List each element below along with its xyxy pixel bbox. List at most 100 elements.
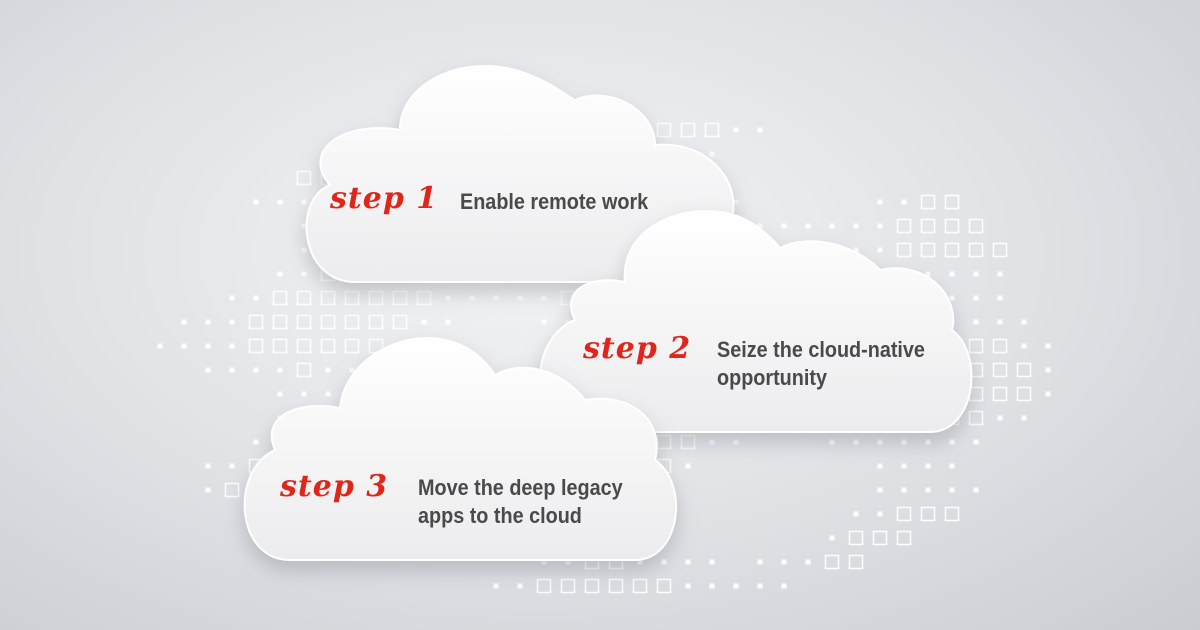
grid-square: [421, 319, 427, 325]
grid-square: [949, 295, 955, 301]
grid-square: [272, 314, 288, 330]
grid-square: [877, 463, 883, 469]
grid-square: [277, 391, 283, 397]
grid-square: [205, 463, 211, 469]
grid-square: [848, 554, 864, 570]
grid-square: [248, 314, 264, 330]
grid-square: [493, 295, 499, 301]
grid-square: [680, 434, 696, 450]
grid-square: [709, 583, 715, 589]
grid-square: [829, 223, 835, 229]
grid-square: [920, 242, 936, 258]
grid-square: [781, 223, 787, 229]
grid-square: [253, 439, 259, 445]
grid-square: [829, 535, 835, 541]
grid-square: [248, 338, 264, 354]
grid-square: [949, 463, 955, 469]
grid-square: [253, 295, 259, 301]
grid-square: [608, 578, 624, 594]
grid-square: [997, 415, 1003, 421]
grid-square: [661, 559, 667, 565]
grid-square: [205, 319, 211, 325]
grid-square: [229, 367, 235, 373]
grid-square: [656, 578, 672, 594]
grid-square: [656, 122, 672, 138]
grid-square: [901, 463, 907, 469]
grid-square: [1021, 415, 1027, 421]
grid-square: [973, 295, 979, 301]
step-3-text: Move the deep legacy apps to the cloud: [418, 475, 623, 528]
grid-square: [853, 247, 859, 253]
grid-square: [157, 343, 163, 349]
grid-square: [493, 583, 499, 589]
grid-square: [709, 151, 715, 157]
grid-square: [325, 367, 331, 373]
cloud-step-3: [243, 337, 677, 561]
grid-square: [920, 506, 936, 522]
grid-square: [896, 530, 912, 546]
grid-square: [344, 290, 360, 306]
grid-square: [949, 487, 955, 493]
grid-square: [301, 247, 307, 253]
grid-square: [853, 511, 859, 517]
step-2-label: step 2: [583, 331, 692, 366]
grid-square: [229, 319, 235, 325]
grid-square: [704, 122, 720, 138]
grid-square: [901, 199, 907, 205]
grid-square: [877, 223, 883, 229]
grid-square: [925, 463, 931, 469]
grid-square: [733, 199, 739, 205]
grid-square: [968, 410, 984, 426]
grid-square: [733, 127, 739, 133]
grid-square: [877, 199, 883, 205]
grid-square: [445, 295, 451, 301]
grid-square: [925, 487, 931, 493]
grid-square: [685, 583, 691, 589]
grid-square: [392, 290, 408, 306]
grid-square: [301, 391, 307, 397]
grid-square: [709, 559, 715, 565]
step-1-label: step 1: [330, 181, 439, 216]
grid-square: [541, 319, 547, 325]
grid-square: [1016, 362, 1032, 378]
grid-square: [925, 271, 931, 277]
grid-square: [296, 290, 312, 306]
grid-square: [781, 559, 787, 565]
grid-square: [445, 319, 451, 325]
grid-square: [277, 367, 283, 373]
grid-square: [896, 218, 912, 234]
grid-square: [1045, 367, 1051, 373]
grid-square: [301, 271, 307, 277]
grid-square: [344, 314, 360, 330]
step-1-text: Enable remote work: [460, 189, 649, 214]
grid-square: [877, 511, 883, 517]
grid-square: [824, 554, 840, 570]
grid-square: [296, 338, 312, 354]
grid-square: [896, 506, 912, 522]
grid-square: [1045, 343, 1051, 349]
grid-square: [920, 218, 936, 234]
grid-square: [757, 583, 763, 589]
grid-square: [541, 295, 547, 301]
step-1-group: step 1 Enable remote work: [330, 182, 720, 216]
grid-square: [253, 199, 259, 205]
grid-square: [517, 583, 523, 589]
grid-square: [997, 295, 1003, 301]
grid-square: [253, 367, 259, 373]
grid-square: [229, 343, 235, 349]
grid-square: [296, 314, 312, 330]
grid-square: [181, 319, 187, 325]
grid-square: [944, 242, 960, 258]
step-2-group: step 2 Seize the cloud-native opportunit…: [583, 332, 967, 392]
grid-square: [536, 578, 552, 594]
step-3-label: step 3: [280, 469, 389, 504]
grid-square: [368, 314, 384, 330]
grid-square: [541, 559, 547, 565]
grid-square: [757, 127, 763, 133]
grid-square: [205, 367, 211, 373]
grid-square: [632, 578, 648, 594]
grid-square: [685, 559, 691, 565]
grid-square: [1021, 319, 1027, 325]
grid-square: [637, 559, 643, 565]
grid-square: [565, 559, 571, 565]
